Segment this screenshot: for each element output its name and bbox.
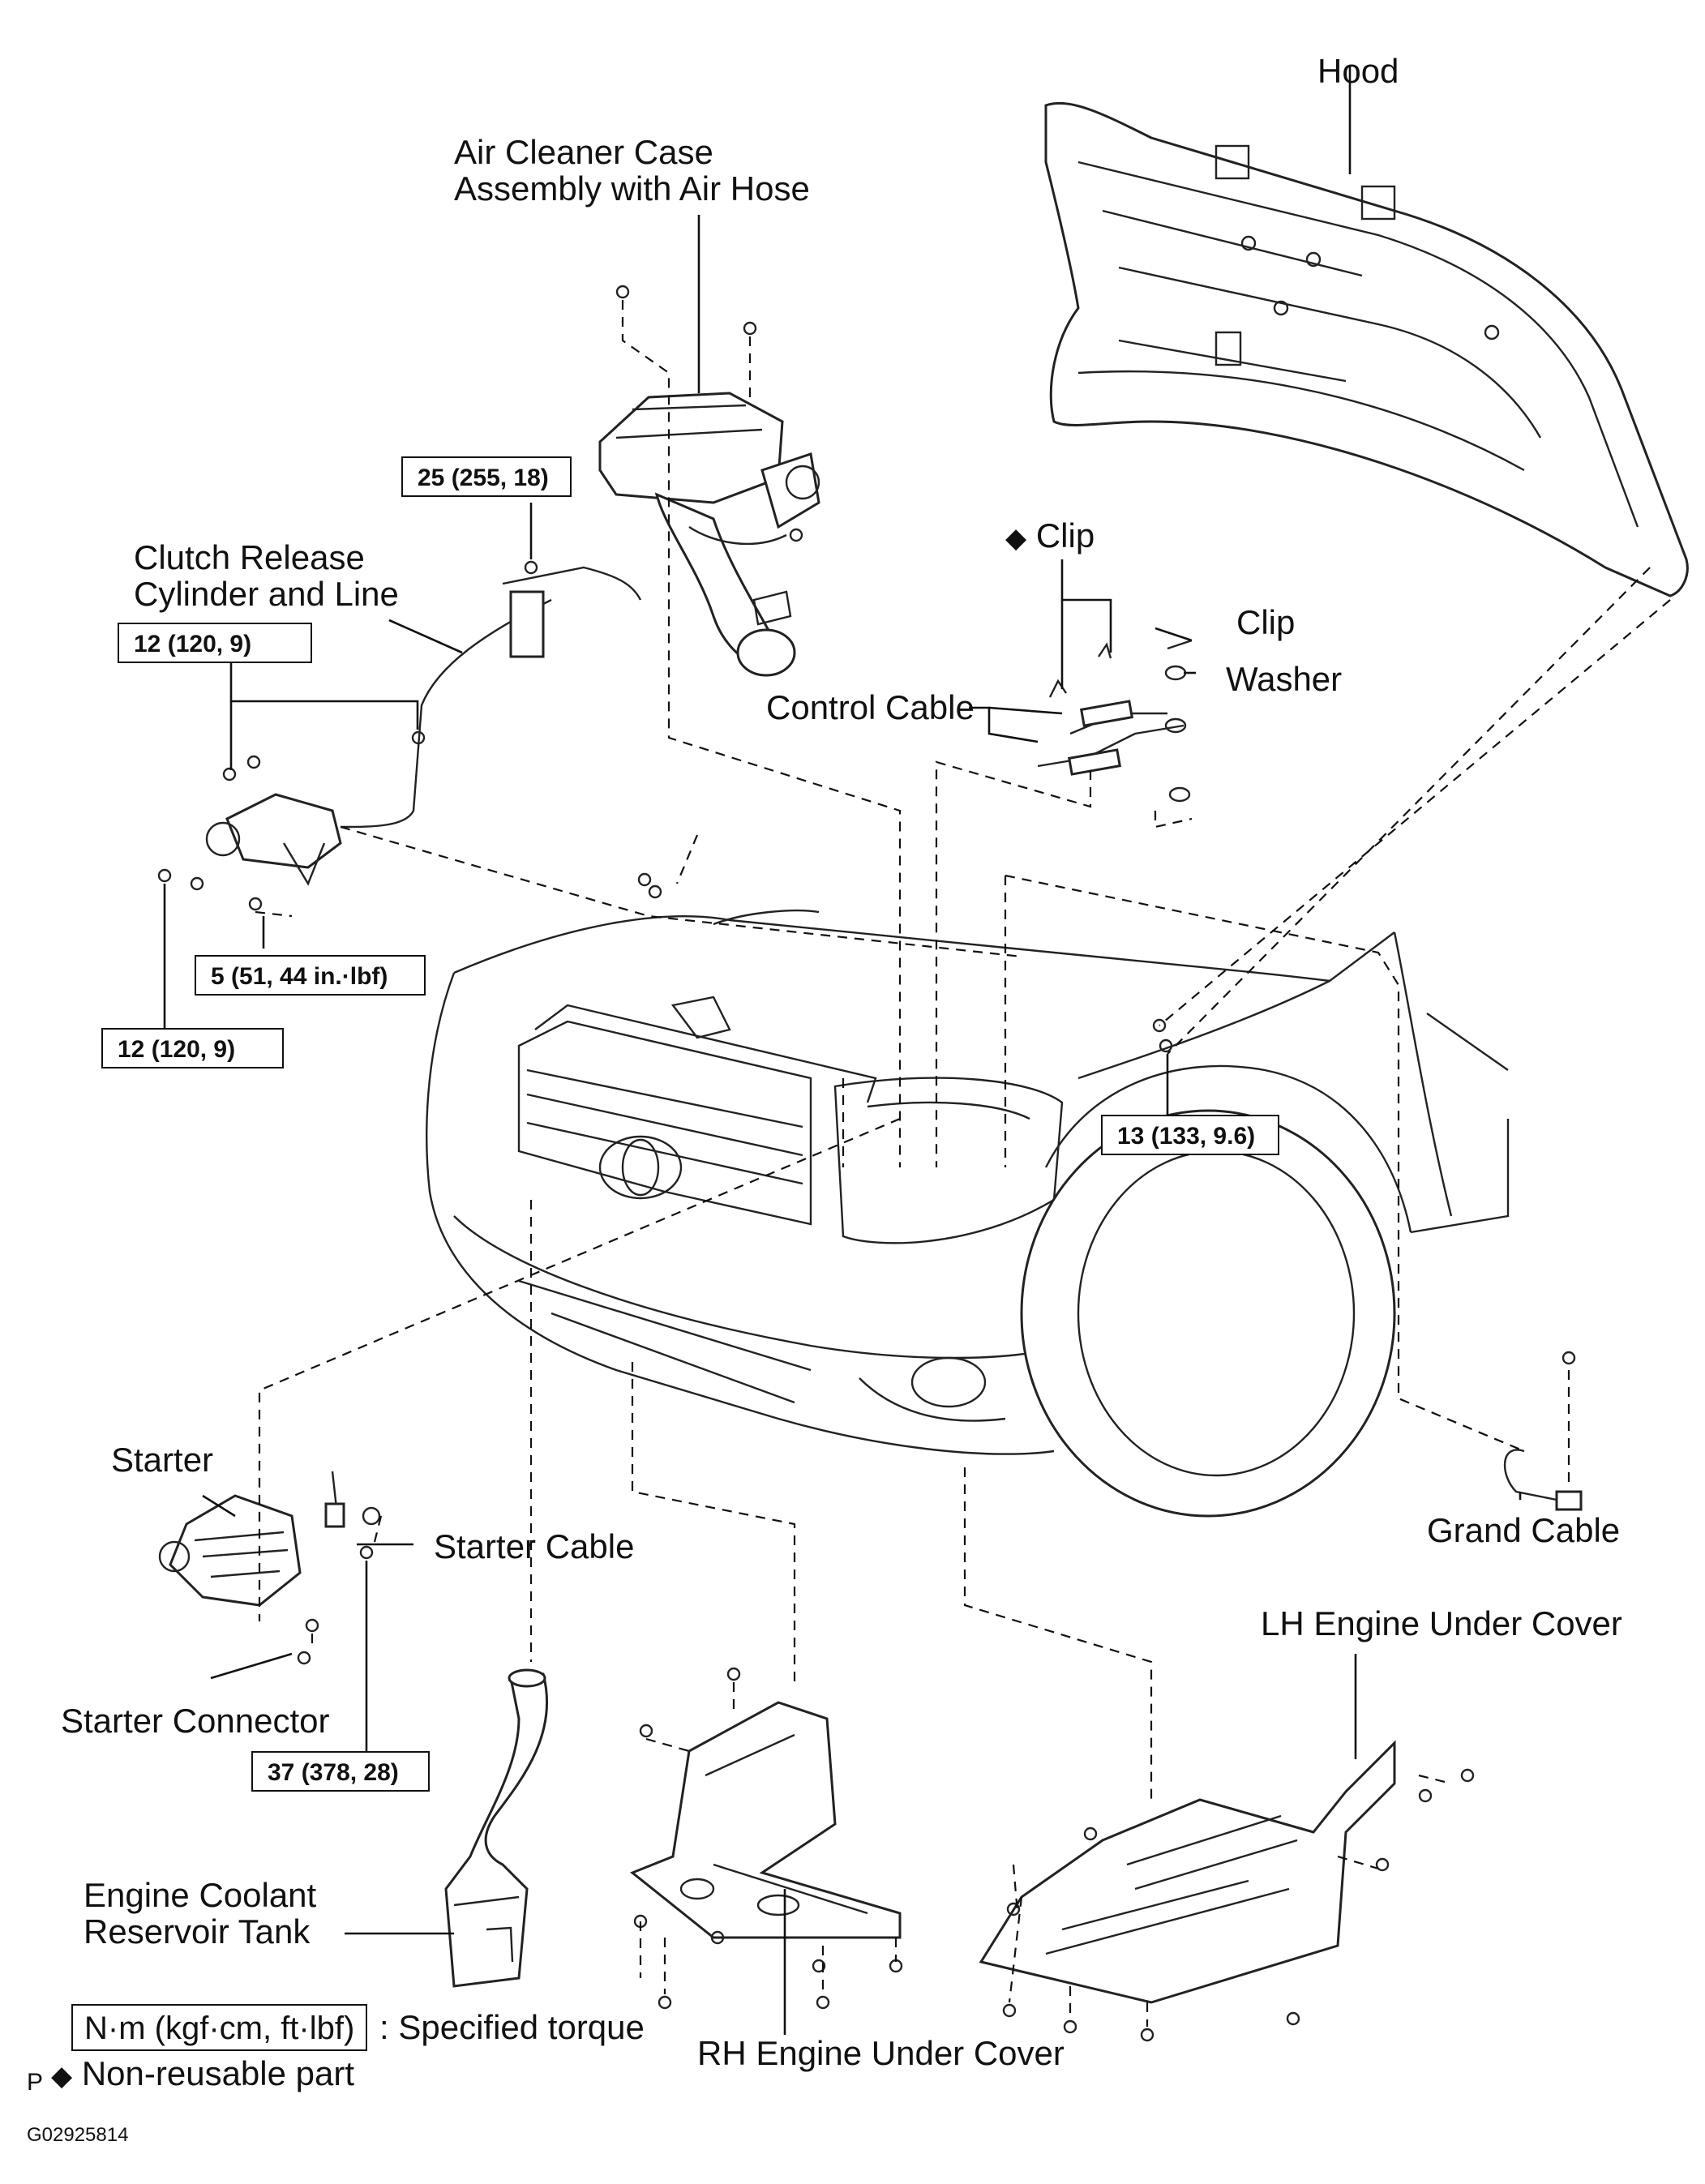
starter-drawing xyxy=(158,1471,381,1607)
leader-lines xyxy=(163,65,1522,2035)
rh-under-cover-drawing xyxy=(630,1701,902,1939)
hood-drawing xyxy=(1044,101,1689,597)
grand-cable-drawing xyxy=(1504,1449,1583,1511)
torque-box-5: 5 (51, 44 in.·lbf) xyxy=(195,955,426,996)
label-coolant-tank-line1: Engine Coolant xyxy=(84,1876,317,1914)
label-lh-under-cover: LH Engine Under Cover xyxy=(1261,1604,1622,1642)
air-cleaner-drawing xyxy=(598,392,820,677)
label-clutch-release-line2: Cylinder and Line xyxy=(134,575,399,613)
label-control-cable: Control Cable xyxy=(766,688,975,726)
label-clip-nonreusable-text: Clip xyxy=(1035,516,1095,555)
label-starter-cable: Starter Cable xyxy=(434,1527,635,1565)
label-grand-cable: Grand Cable xyxy=(1427,1511,1621,1549)
vehicle-body-drawing xyxy=(426,909,1510,1518)
legend-nonreusable: ◆ Non-reusable part xyxy=(51,2055,354,2095)
corner-mark: P xyxy=(27,2069,44,2096)
torque-box-37: 37 (378, 28) xyxy=(251,1751,430,1792)
legend-nonreusable-text: Non-reusable part xyxy=(81,2054,355,2092)
label-air-cleaner-line1: Air Cleaner Case xyxy=(454,133,713,171)
label-clutch-release-line1: Clutch Release xyxy=(134,538,365,576)
label-starter: Starter xyxy=(111,1441,214,1479)
torque-box-12-lower: 12 (120, 9) xyxy=(101,1028,284,1068)
label-coolant-tank-line2: Reservoir Tank xyxy=(84,1912,311,1951)
figure-code: G02925814 xyxy=(27,2124,129,2146)
legend-torque-unit-box: N·m (kgf·cm, ft·lbf) xyxy=(71,2004,368,2051)
legend-diamond-icon: ◆ xyxy=(51,2061,73,2092)
assembly-dashed-lines xyxy=(255,300,1671,2027)
coolant-tank-drawing xyxy=(444,1668,548,1988)
label-air-cleaner-line2: Assembly with Air Hose xyxy=(454,169,810,208)
bolts-drawing xyxy=(157,285,1576,2042)
label-clip: Clip xyxy=(1236,603,1296,641)
label-clip-nonreusable: ◆ Clip xyxy=(1005,517,1095,557)
torque-box-25: 25 (255, 18) xyxy=(401,456,572,497)
label-hood: Hood xyxy=(1317,52,1399,90)
clutch-release-drawing xyxy=(205,566,642,886)
lh-under-cover-drawing xyxy=(979,1740,1396,2004)
nonreusable-diamond-icon: ◆ xyxy=(1005,523,1027,554)
torque-box-13: 13 (133, 9.6) xyxy=(1101,1115,1279,1155)
label-washer: Washer xyxy=(1226,660,1343,698)
legend-torque-desc: : Specified torque xyxy=(379,2008,645,2046)
label-starter-connector: Starter Connector xyxy=(61,1702,330,1740)
torque-box-12-upper: 12 (120, 9) xyxy=(118,623,312,663)
control-cable-drawing xyxy=(1037,639,1193,803)
label-rh-under-cover: RH Engine Under Cover xyxy=(697,2034,1065,2072)
